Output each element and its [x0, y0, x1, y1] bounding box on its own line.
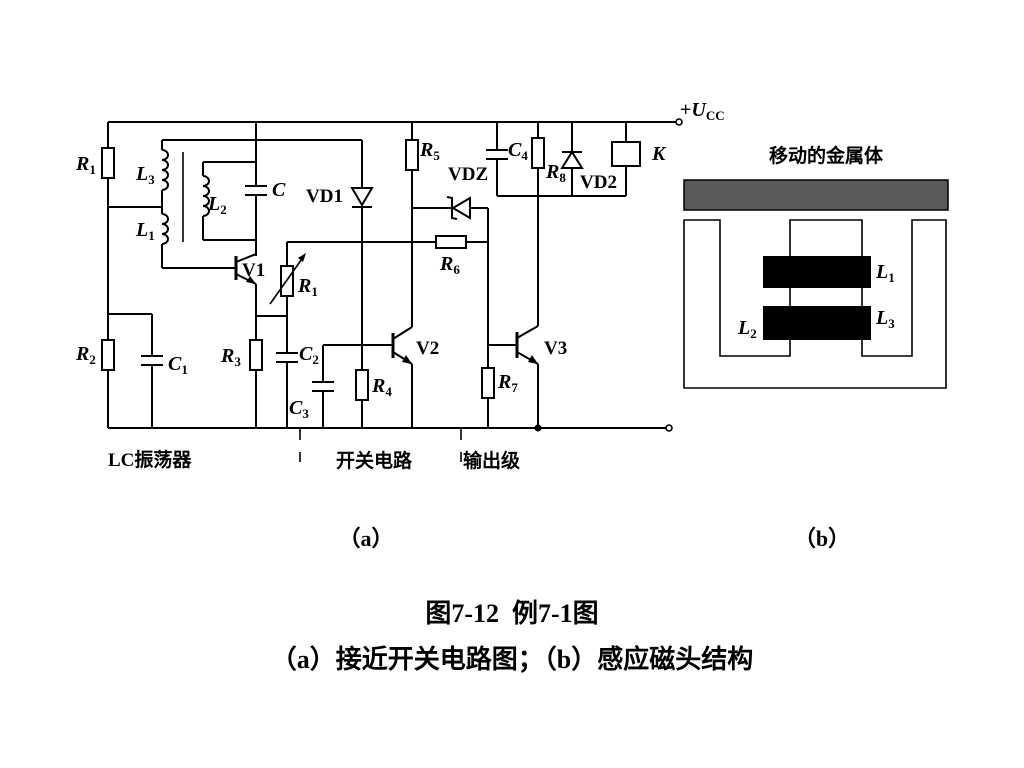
- panel-a-label: （a）: [338, 526, 393, 551]
- transistor-v3-arrow: [528, 355, 538, 364]
- transistor-v3-collector: [516, 325, 539, 339]
- label-r6: R6: [439, 253, 460, 277]
- label-c4: C4: [508, 139, 528, 163]
- label-r1-left: R1: [75, 153, 96, 177]
- transistor-v1-arrow: [246, 276, 256, 284]
- resistor-r6: [435, 235, 467, 249]
- label-l1: L1: [135, 219, 155, 243]
- label-r1-variable: R1: [297, 275, 318, 299]
- vcc-terminal: [675, 118, 683, 126]
- resistor-r1: [101, 147, 115, 179]
- label-head-l2: L2: [737, 317, 757, 341]
- e-core-outline: [683, 219, 947, 389]
- section-label-output: 输出级: [463, 449, 520, 472]
- label-r3: R3: [220, 345, 241, 369]
- coil-l2-l3: [763, 306, 871, 340]
- metal-body-label: 移动的金属体: [769, 144, 884, 167]
- label-c: C: [272, 179, 286, 201]
- vcc-label: +UCC: [680, 99, 725, 123]
- section-label-oscillator: LC振荡器: [108, 448, 192, 471]
- diode-vd2: [560, 150, 584, 169]
- zener-vdz-bar: [446, 196, 458, 220]
- resistor-r4: [355, 369, 369, 401]
- transistor-v1-collector: [235, 253, 257, 263]
- label-c1: C1: [168, 353, 188, 377]
- label-v2: V2: [416, 338, 439, 359]
- label-r4: R4: [371, 375, 392, 399]
- inductor-l2: [202, 175, 210, 217]
- label-l2: L2: [207, 193, 227, 217]
- figure-subtitle: （a）接近开关电路图；（b）感应磁头结构: [271, 644, 753, 674]
- resistor-r5: [405, 139, 419, 171]
- resistor-r2: [101, 339, 115, 371]
- label-l3: L3: [135, 163, 155, 187]
- label-v3: V3: [544, 338, 567, 359]
- transistor-v2-arrow: [402, 355, 412, 364]
- label-r8: R8: [545, 161, 566, 185]
- label-v1: V1: [242, 260, 265, 281]
- label-k: K: [651, 143, 667, 165]
- ground-terminal: [665, 424, 673, 432]
- label-vd1: VD1: [306, 186, 343, 207]
- label-vdz: VDZ: [448, 164, 488, 185]
- sensor-head-diagram: 移动的金属体 L1 L3 L2: [683, 144, 949, 389]
- transistor-v2-collector: [392, 326, 413, 340]
- section-label-switch: 开关电路: [336, 449, 413, 472]
- label-head-l3: L3: [875, 307, 895, 331]
- label-r2: R2: [75, 343, 96, 367]
- diode-vd1: [350, 187, 374, 207]
- moving-metal-body: [683, 179, 949, 211]
- resistor-r3: [249, 339, 263, 371]
- zener-vdz: [451, 196, 471, 220]
- variable-arrow-head: [298, 253, 306, 262]
- resistor-r8: [531, 137, 545, 169]
- label-head-l1: L1: [875, 261, 895, 285]
- panel-b-label: （b）: [794, 526, 850, 551]
- relay-coil-k: [611, 141, 641, 167]
- label-c3: C3: [289, 397, 309, 421]
- inductor-l3: [161, 149, 169, 191]
- label-r5: R5: [419, 139, 440, 163]
- figure-title: 图7-12 例7-1图: [425, 599, 598, 628]
- label-vd2: VD2: [580, 172, 617, 193]
- ground-junction-dot: [534, 424, 542, 432]
- circuit-diagram: +UCC R1 R2 C1 L3 L1: [75, 99, 725, 472]
- variable-arrow-line: [269, 255, 305, 305]
- label-r7: R7: [497, 371, 518, 395]
- label-c2: C2: [299, 343, 319, 367]
- inductor-l1: [161, 213, 169, 245]
- coil-l1: [763, 256, 871, 288]
- resistor-r7: [481, 367, 495, 399]
